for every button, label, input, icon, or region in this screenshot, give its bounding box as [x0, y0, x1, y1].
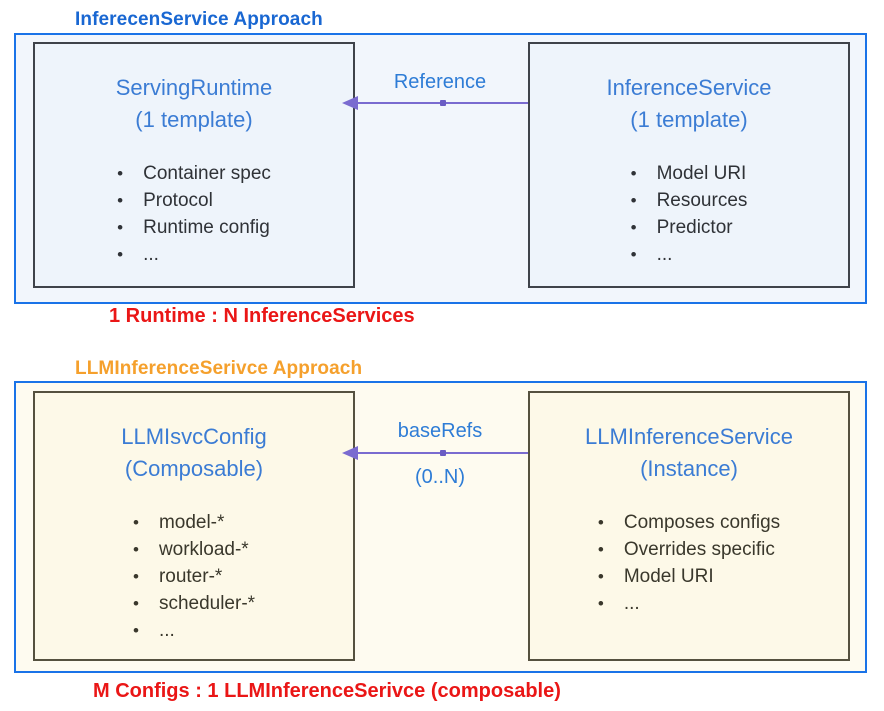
- box-title: LLMInferenceService: [585, 424, 793, 449]
- reference-arrow-label: Reference: [393, 71, 487, 93]
- inferenceservice-feature-list: Model URI Resources Predictor ...: [631, 160, 748, 268]
- llmisvcconfig-box-header: LLMIsvcConfig (Composable): [35, 421, 353, 485]
- llmisvcconfig-feature-list: model-* workload-* router-* scheduler-* …: [133, 509, 255, 644]
- list-item: scheduler-*: [133, 590, 255, 617]
- runtime-cardinality-caption: 1 Runtime : N InferenceServices: [109, 305, 415, 327]
- arrow-midpoint-dot-icon: [439, 100, 446, 106]
- list-item: router-*: [133, 563, 255, 590]
- llminferenceservice-box: LLMInferenceService (Instance) Composes …: [528, 391, 850, 661]
- arrow-midpoint-dot-icon: [439, 450, 446, 456]
- list-item: ...: [133, 617, 255, 644]
- servingruntime-box-header: ServingRuntime (1 template): [35, 72, 353, 136]
- servingruntime-box: ServingRuntime (1 template) Container sp…: [33, 42, 355, 288]
- llmisvcconfig-box: LLMIsvcConfig (Composable) model-* workl…: [33, 391, 355, 661]
- servingruntime-feature-list: Container spec Protocol Runtime config .…: [117, 160, 271, 268]
- box-subtitle: (1 template): [135, 107, 253, 132]
- list-item: Predictor: [631, 214, 748, 241]
- list-item: Composes configs: [598, 509, 780, 536]
- list-item: ...: [117, 241, 271, 268]
- section-title-inferenceservice-approach: InferecenService Approach: [75, 9, 323, 30]
- arrowhead-left-icon: [342, 96, 358, 110]
- llminferenceservice-feature-list: Composes configs Overrides specific Mode…: [598, 509, 780, 617]
- inferenceservice-box: InferenceService (1 template) Model URI …: [528, 42, 850, 288]
- box-title: LLMIsvcConfig: [121, 424, 267, 449]
- llminferenceservice-box-header: LLMInferenceService (Instance): [530, 421, 848, 485]
- list-item: Resources: [631, 187, 748, 214]
- list-item: Protocol: [117, 187, 271, 214]
- box-subtitle: (Instance): [640, 456, 738, 481]
- list-item: ...: [631, 241, 748, 268]
- arrowhead-left-icon: [342, 446, 358, 460]
- list-item: Runtime config: [117, 214, 271, 241]
- box-subtitle: (Composable): [124, 456, 264, 481]
- list-item: Model URI: [631, 160, 748, 187]
- baserefs-arrow: [342, 446, 528, 460]
- box-subtitle: (1 template): [630, 107, 748, 132]
- list-item: Model URI: [598, 563, 780, 590]
- box-title: InferenceService: [606, 75, 772, 100]
- list-item: Container spec: [117, 160, 271, 187]
- reference-arrow: [342, 96, 528, 110]
- list-item: workload-*: [133, 536, 255, 563]
- list-item: Overrides specific: [598, 536, 780, 563]
- configs-cardinality-caption: M Configs : 1 LLMInferenceSerivce (compo…: [93, 680, 561, 702]
- list-item: ...: [598, 590, 780, 617]
- baserefs-cardinality-label: (0..N): [415, 466, 465, 488]
- list-item: model-*: [133, 509, 255, 536]
- box-title: ServingRuntime: [115, 75, 273, 100]
- inferenceservice-box-header: InferenceService (1 template): [530, 72, 848, 136]
- baserefs-arrow-label: baseRefs: [397, 420, 483, 442]
- section-title-llminferenceservice-approach: LLMInferenceSerivce Approach: [75, 358, 363, 379]
